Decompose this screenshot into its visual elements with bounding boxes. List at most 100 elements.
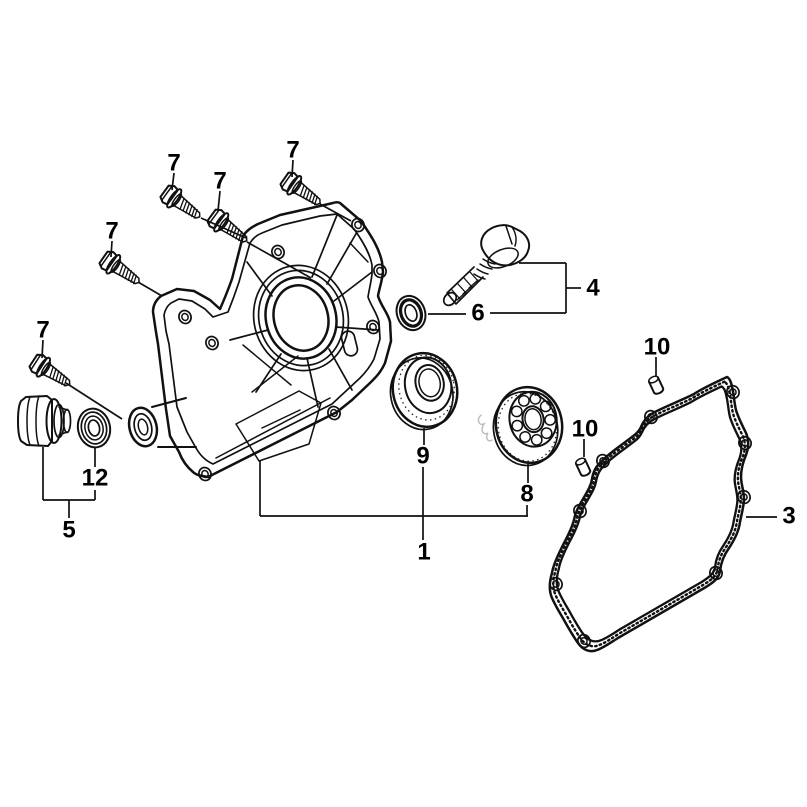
leader-line	[110, 240, 113, 258]
dipstick-tip	[442, 291, 458, 307]
part-number-label: 9	[416, 443, 429, 470]
callout-7-top-right: 7	[286, 137, 352, 222]
bore-hole	[272, 284, 330, 352]
gasket-hole	[709, 565, 723, 581]
part-number-label: 1	[417, 539, 430, 566]
rib	[306, 357, 319, 408]
leader-line	[217, 190, 221, 212]
callout-12: 12	[82, 448, 109, 500]
rib	[251, 355, 299, 393]
bearing-bore	[521, 405, 545, 434]
bolt-hole	[366, 319, 380, 335]
part-number-label: 7	[286, 137, 299, 164]
flange-bolt	[26, 350, 77, 395]
part-number-label: 5	[62, 517, 75, 544]
cap-nose	[62, 408, 72, 434]
cover-main-bore	[252, 264, 350, 372]
callout-5: 5	[42, 447, 95, 544]
pocket-line	[261, 409, 301, 429]
gasket-hole	[549, 576, 563, 592]
part-number-label: 6	[471, 300, 484, 327]
o-ring-bore	[404, 303, 418, 323]
cap	[17, 395, 72, 447]
rib	[333, 271, 373, 302]
bearing-bore-inner	[418, 368, 442, 398]
bearing-ball	[540, 427, 553, 440]
knob-flange	[487, 247, 519, 269]
bearing-ball	[529, 392, 542, 405]
rib	[328, 348, 353, 391]
part-number-label: 7	[105, 218, 118, 245]
cover-filler-tube	[127, 397, 197, 448]
gasket-hole	[577, 633, 591, 649]
gasket-outer-edge	[548, 375, 750, 653]
bearing-balls	[510, 392, 557, 446]
bearing-race	[508, 390, 558, 448]
callout-7-top-left: 7	[167, 150, 247, 239]
leader-line	[41, 339, 44, 359]
bore-ring	[264, 276, 338, 360]
flange-bolt	[157, 181, 208, 227]
seal-ring	[84, 415, 104, 441]
callout-10-lower: 10	[572, 416, 598, 457]
callout-7-mid-left: 7	[105, 218, 163, 297]
crankcase-cover	[127, 201, 393, 482]
gasket-hole	[644, 409, 658, 425]
dipstick-shaft	[446, 266, 484, 305]
cover-outer-flange	[151, 201, 393, 479]
seal-ring	[76, 407, 112, 449]
bearing-ball	[517, 394, 530, 407]
bearing-bore-inner	[524, 408, 542, 431]
callout-7-top-mid: 7	[213, 168, 312, 279]
dowel-pin	[573, 455, 593, 479]
knob-notch	[505, 225, 517, 247]
seal-bore	[87, 419, 101, 437]
bearing-ball	[544, 413, 557, 426]
leader-line	[137, 281, 163, 297]
cap-grip-ridge	[35, 395, 40, 447]
callout-6: 6	[428, 300, 566, 327]
bolt-hole	[205, 335, 219, 351]
leader-line	[200, 217, 247, 239]
part-number-label: 4	[586, 275, 600, 302]
leader-line	[291, 159, 294, 178]
bolt-hole	[198, 466, 212, 482]
tube-mouth-inner	[133, 412, 153, 442]
dipstick-assembly	[395, 224, 531, 332]
rib	[229, 329, 269, 341]
bolt-hole	[178, 309, 192, 325]
callout-4: 4	[519, 262, 600, 313]
flange-bolt	[204, 205, 255, 251]
ball-bearing-9	[389, 351, 459, 431]
cover-ribs	[229, 214, 379, 408]
bolt-hole	[373, 263, 387, 279]
leader-line	[171, 172, 175, 191]
oblong-window	[340, 330, 359, 357]
oil-filler-dipstick	[442, 224, 531, 307]
cap-and-seal-assembly	[17, 395, 112, 449]
part-number-label: 7	[36, 317, 49, 344]
pocket-outline	[235, 390, 322, 462]
bearing-outer	[391, 351, 459, 429]
rib	[246, 261, 273, 297]
seal-ring	[80, 411, 108, 445]
filler-o-ring	[395, 294, 427, 332]
part-number-label: 10	[644, 334, 671, 361]
bearing-ball	[510, 405, 523, 418]
part-number-label: 12	[82, 465, 109, 492]
gasket-bolt-holes	[549, 384, 752, 649]
bearing-ball	[511, 419, 524, 432]
callout-8: 8	[520, 464, 534, 516]
bearing-race	[403, 356, 453, 415]
callout-3: 3	[746, 503, 796, 530]
cap-flange	[45, 398, 63, 444]
cover-pockets	[235, 330, 359, 462]
stray-mark	[477, 414, 493, 442]
callout-1: 1	[259, 460, 528, 566]
bolt-hole	[271, 244, 285, 260]
dowel-pin	[646, 373, 666, 397]
cover-inner-flange	[163, 213, 381, 465]
